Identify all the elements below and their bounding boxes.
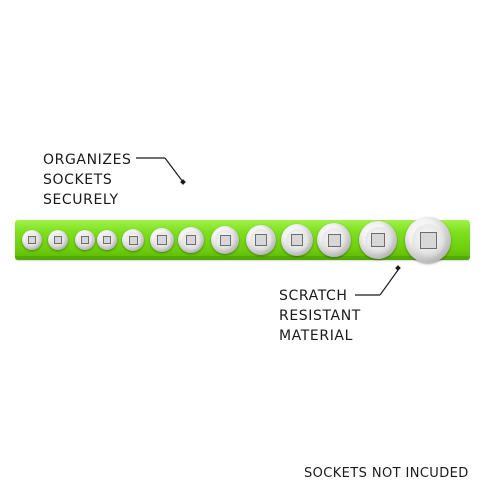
- socket-2: [48, 230, 68, 250]
- socket-drive-square: [327, 233, 341, 247]
- socket-drive-square: [28, 236, 36, 244]
- footer-note: SOCKETS NOT INCUDED: [304, 466, 469, 481]
- socket-drive-square: [255, 234, 267, 246]
- socket-drive-square: [371, 233, 385, 247]
- socket-face: [51, 233, 65, 247]
- socket-1: [22, 230, 42, 250]
- socket-drive-square: [54, 236, 62, 244]
- socket-drive-square: [186, 235, 196, 245]
- socket-face: [215, 230, 235, 250]
- socket-9: [246, 225, 276, 255]
- leader-top-dot: [180, 179, 186, 185]
- socket-8: [211, 226, 239, 254]
- socket-13: [405, 217, 451, 263]
- socket-drive-square: [81, 236, 89, 244]
- socket-face: [364, 226, 392, 254]
- socket-7: [178, 227, 204, 253]
- callout-organizes: ORGANIZES SOCKETS SECURELY: [43, 150, 132, 210]
- socket-face: [250, 229, 272, 251]
- socket-5: [122, 229, 144, 251]
- callout-scratch-line2: RESISTANT: [279, 308, 361, 324]
- socket-drive-square: [128, 235, 138, 245]
- callout-scratch-line3: MATERIAL: [279, 328, 354, 344]
- socket-face: [153, 231, 171, 249]
- callout-organizes-line1: ORGANIZES: [43, 152, 132, 168]
- socket-6: [150, 228, 174, 252]
- callout-scratch-line1: SCRATCH: [279, 288, 348, 304]
- callout-organizes-line3: SECURELY: [43, 192, 119, 208]
- leader-bottom-dot: [395, 265, 401, 271]
- socket-face: [411, 223, 445, 257]
- socket-face: [78, 233, 92, 247]
- callout-scratch: SCRATCH RESISTANT MATERIAL: [279, 286, 361, 346]
- socket-10: [281, 224, 313, 256]
- socket-face: [125, 232, 141, 248]
- socket-drive-square: [219, 234, 231, 246]
- leader-bottom: [355, 269, 399, 296]
- socket-face: [181, 230, 201, 250]
- socket-face: [322, 228, 346, 252]
- socket-11: [317, 223, 351, 257]
- socket-4: [97, 230, 117, 250]
- socket-drive-square: [291, 234, 303, 246]
- socket-face: [100, 233, 114, 247]
- socket-12: [359, 221, 397, 259]
- socket-face: [25, 233, 39, 247]
- socket-face: [285, 228, 309, 252]
- leader-top: [136, 157, 184, 183]
- socket-3: [75, 230, 95, 250]
- callout-organizes-line2: SOCKETS: [43, 172, 113, 188]
- socket-drive-square: [157, 235, 167, 245]
- socket-rail-edge: [15, 256, 470, 260]
- socket-drive-square: [103, 236, 111, 244]
- socket-drive-square: [419, 231, 437, 249]
